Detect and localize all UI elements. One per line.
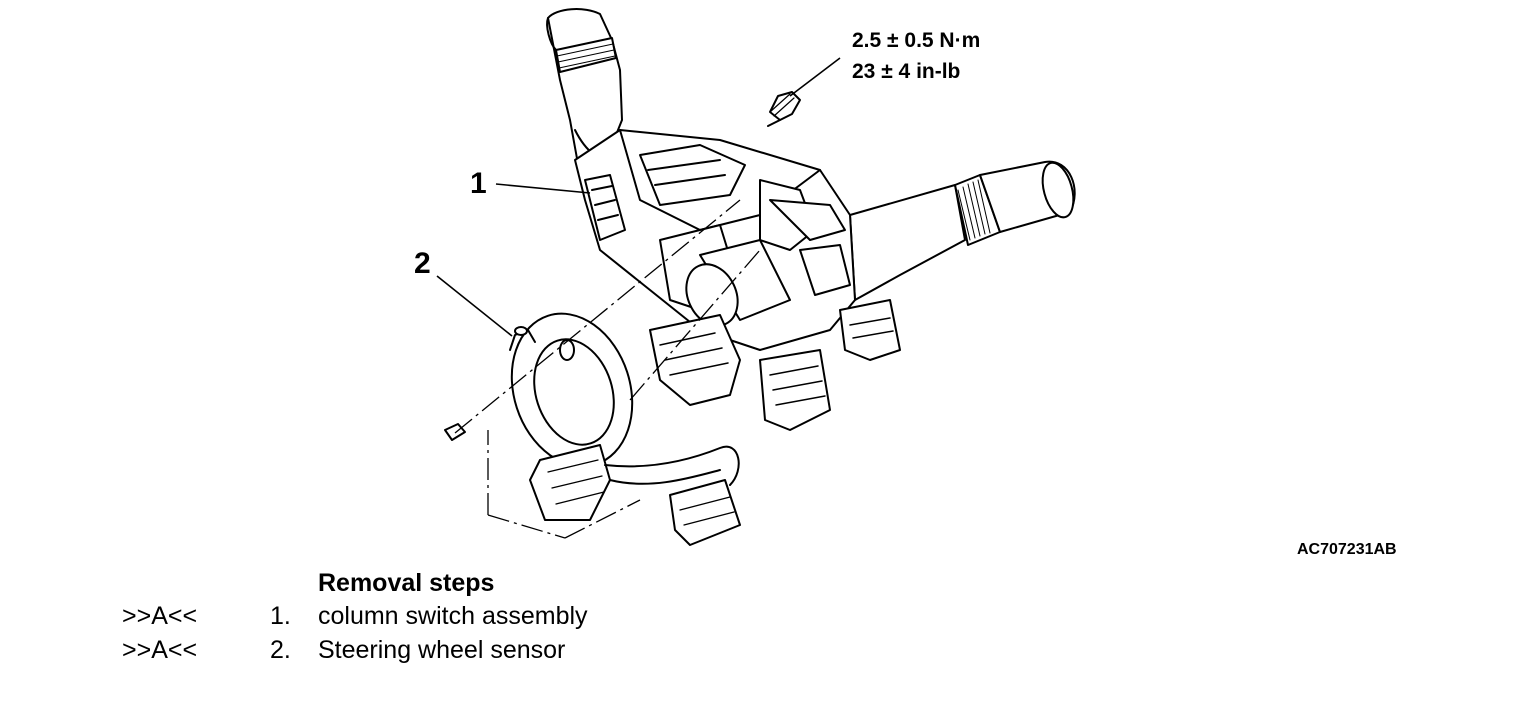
steering-wheel-sensor <box>444 312 741 546</box>
column-switch-assembly <box>546 8 1076 431</box>
figure-id: AC707231AB <box>1297 541 1397 558</box>
mounting-screw <box>767 91 801 127</box>
removal-steps: Removal steps >>A<< 1. column switch ass… <box>0 566 1536 686</box>
step-ref: >>A<< <box>122 636 198 664</box>
step-number: 2. <box>270 636 291 664</box>
right-stalk <box>849 160 1076 301</box>
callout-2-leader <box>436 275 513 337</box>
step-ref: >>A<< <box>122 602 198 630</box>
step-row: >>A<< 1. column switch assembly <box>0 602 800 634</box>
removal-steps-title: Removal steps <box>318 569 495 597</box>
torque-leader <box>789 57 841 97</box>
switch-connectors <box>649 299 901 431</box>
callout-2-label: 2 <box>414 247 431 280</box>
step-number: 1. <box>270 602 291 630</box>
step-label: column switch assembly <box>318 602 588 630</box>
step-row: >>A<< 2. Steering wheel sensor <box>0 636 800 668</box>
step-label: Steering wheel sensor <box>318 636 566 664</box>
leader-lines <box>436 57 841 337</box>
center-lines <box>454 199 761 539</box>
switch-body <box>574 129 856 351</box>
callout-1-leader <box>495 183 591 194</box>
torque-imperial: 23 ± 4 in-lb <box>852 60 960 83</box>
callout-1-label: 1 <box>470 167 487 200</box>
torque-metric: 2.5 ± 0.5 N·m <box>852 29 980 52</box>
